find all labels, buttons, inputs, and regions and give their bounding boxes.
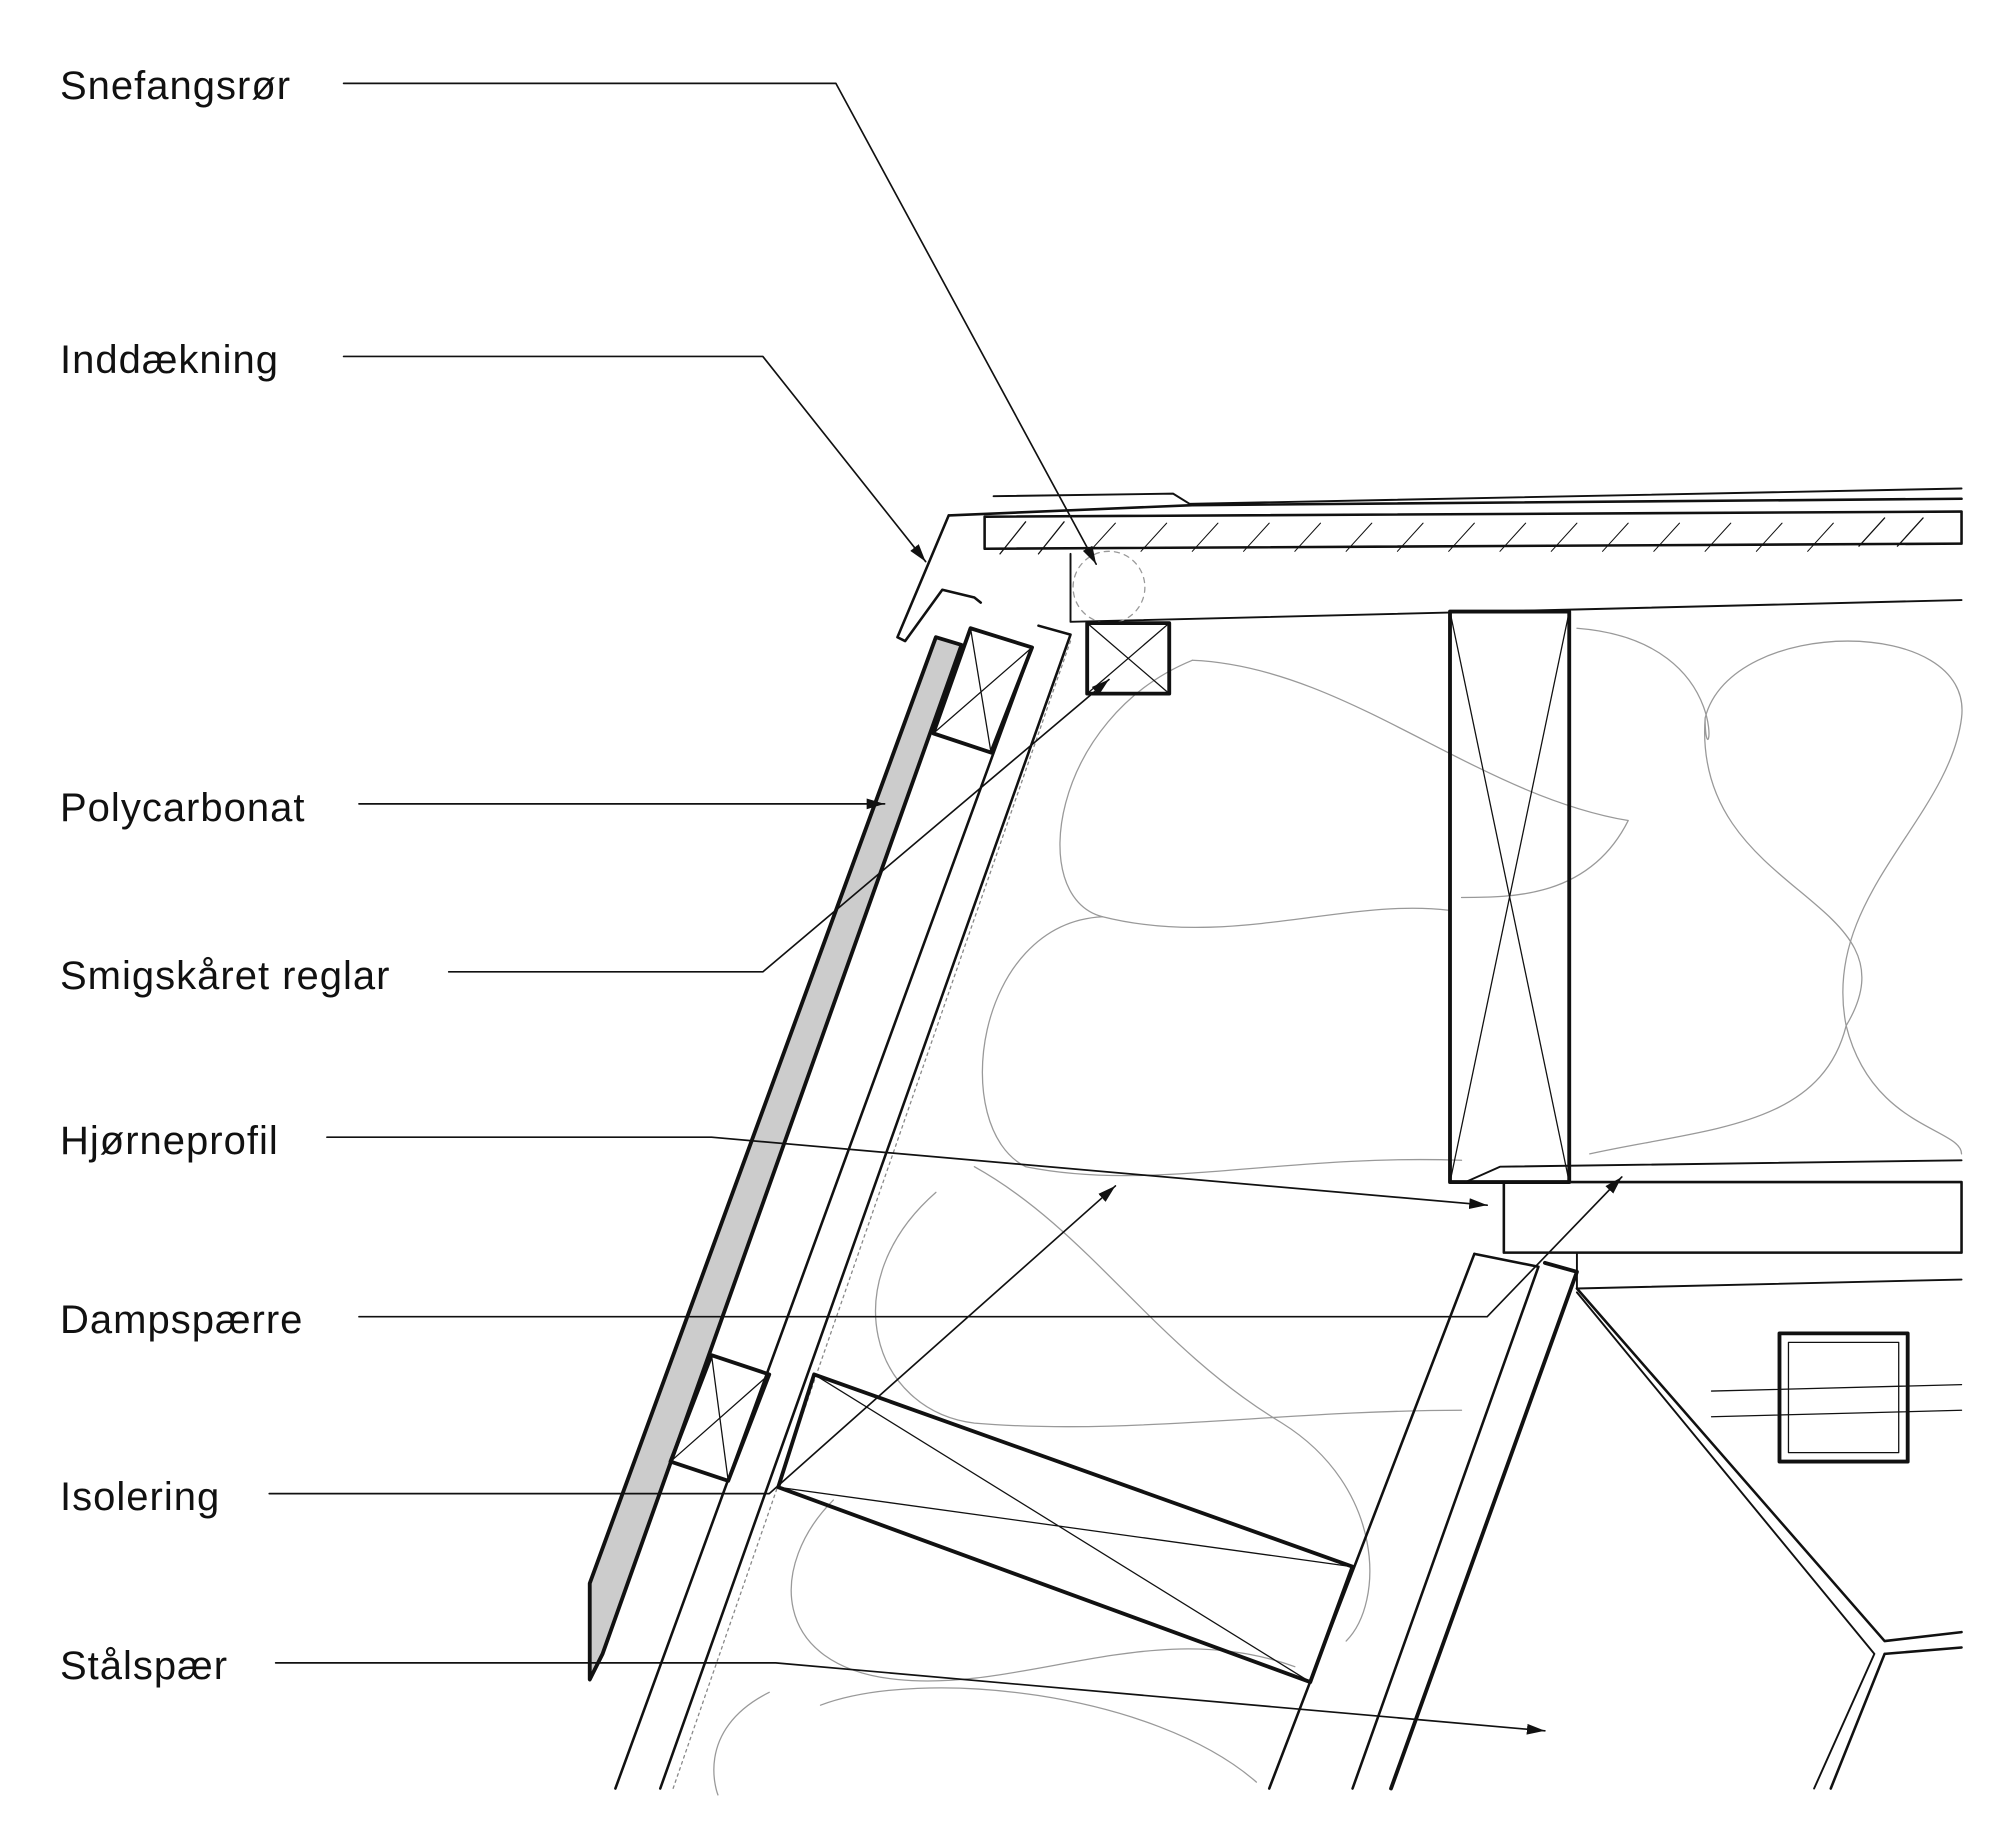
label-snefangsror: Snefangsrør — [60, 64, 292, 108]
label-isolering: Isolering — [60, 1475, 221, 1519]
label-hjorneprofil: Hjørneprofil — [60, 1119, 279, 1163]
label-dampspaerre: Dampspærre — [60, 1298, 304, 1342]
label-inddaekning: Inddækning — [60, 338, 280, 382]
leader-lines — [268, 82, 1623, 1735]
insulation — [713, 627, 1963, 1796]
label-staalspaer: Stålspær — [60, 1644, 229, 1688]
label-polycarbonat: Polycarbonat — [60, 786, 306, 830]
polycarbonate-panel — [587, 635, 964, 1682]
label-smigskaaret-reglar: Smigskåret reglar — [60, 954, 391, 998]
